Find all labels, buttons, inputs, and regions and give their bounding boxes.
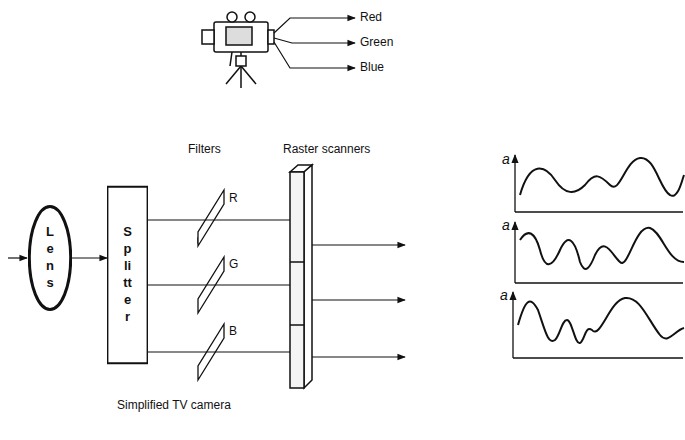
camera-icon (202, 12, 274, 88)
camera-output-arrows (274, 18, 355, 68)
raster-scanner (290, 165, 312, 388)
signal-name: Blue (360, 61, 384, 74)
filter-letter: G (229, 258, 238, 271)
axis-label: a (502, 218, 510, 233)
signal-name: Green (360, 36, 393, 49)
axis-label: a (500, 288, 508, 303)
light-input-arrow (8, 257, 27, 258)
beam-lines (148, 220, 405, 357)
part-name: Raster scanners (283, 143, 370, 156)
signal-plot (513, 155, 684, 358)
node-text: Splitter (122, 224, 132, 325)
filter-letter: R (229, 192, 238, 205)
caption: Simplified TV camera (117, 399, 231, 412)
splitter-box: Splitter (107, 185, 148, 365)
filter-letter: B (229, 325, 237, 338)
lens-ellipse: Lens (28, 205, 72, 311)
part-name: Filters (188, 143, 221, 156)
connector-arrow (72, 257, 107, 258)
axis-label: a (502, 152, 510, 167)
node-text: Lens (45, 224, 55, 292)
signal-name: Red (360, 11, 382, 24)
